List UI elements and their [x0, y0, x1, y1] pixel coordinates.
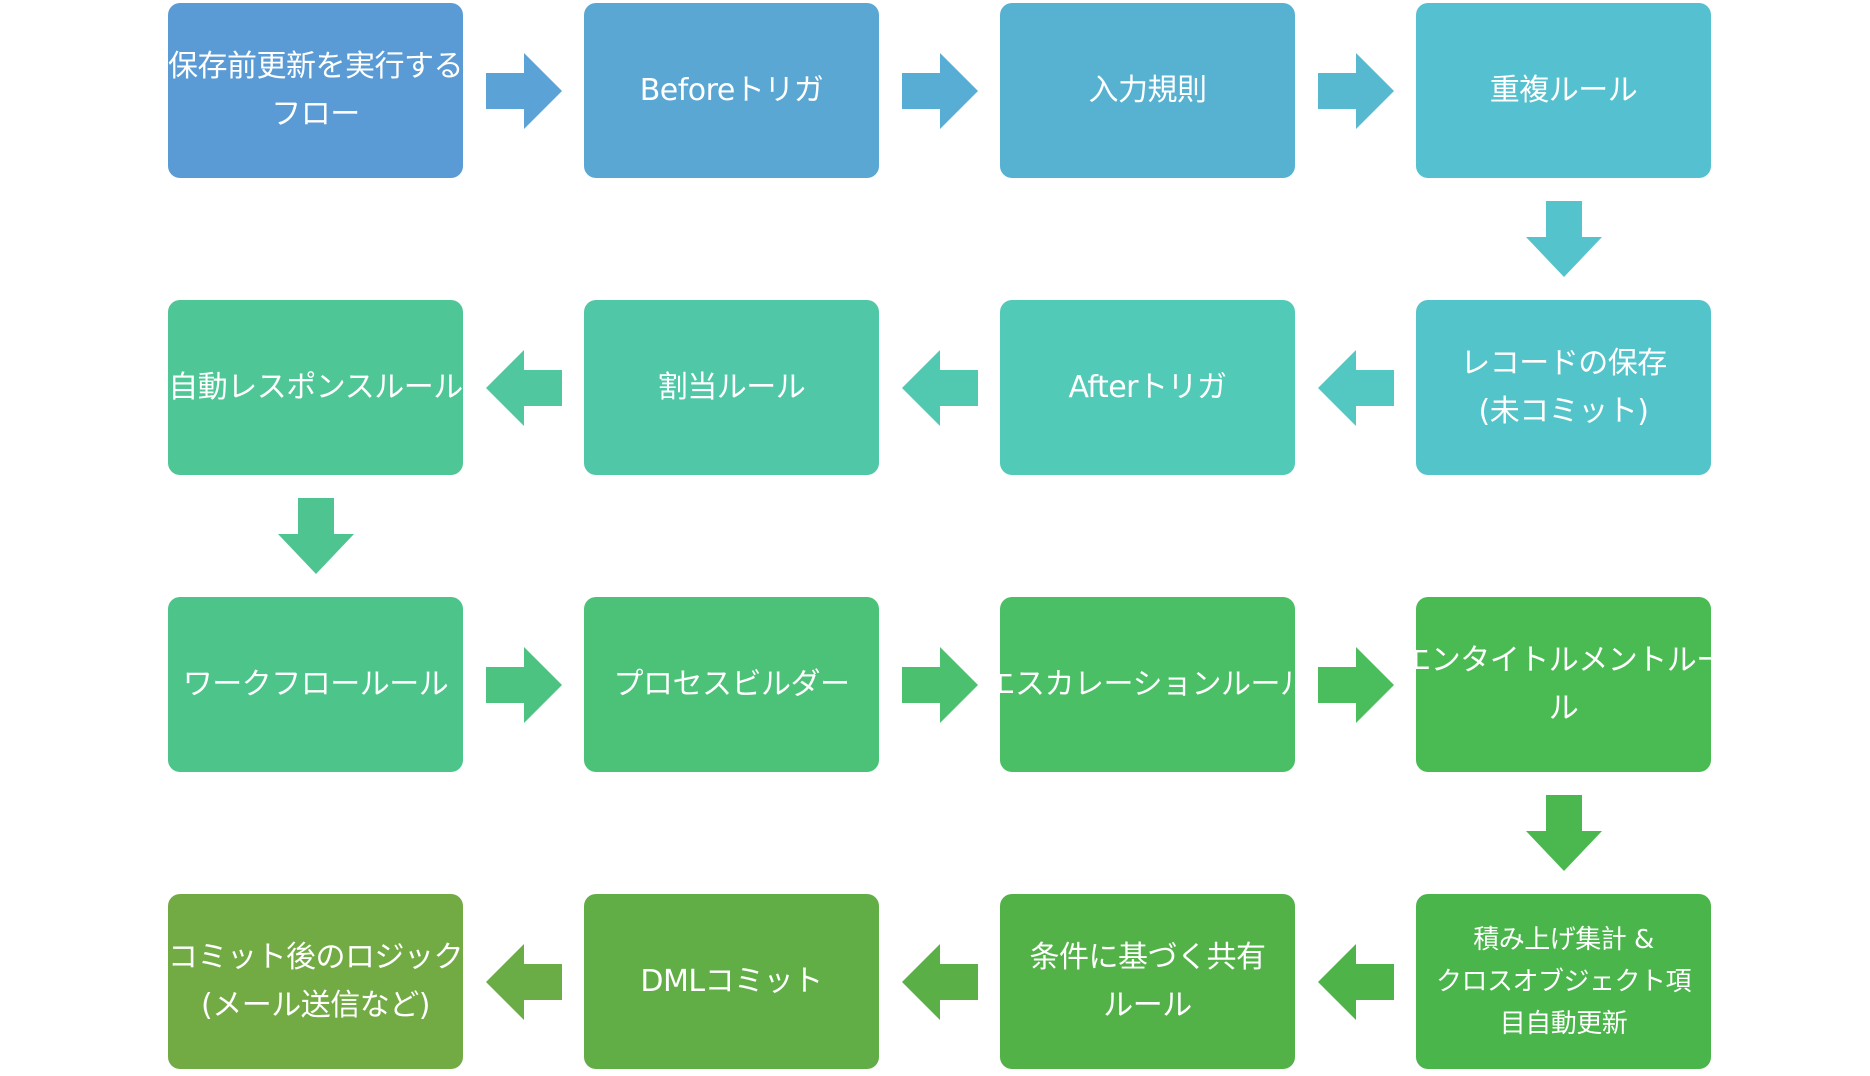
process-step-label-line: DMLコミット	[640, 963, 823, 999]
process-step-box: 重複ルール	[1416, 3, 1711, 178]
process-step-label: 自動レスポンスルール	[168, 364, 463, 412]
flow-arrow-left-icon	[1317, 943, 1394, 1020]
process-step-label-line: 割当ルール	[657, 369, 806, 405]
flow-arrow-left-icon	[1317, 349, 1394, 426]
process-step-label: 割当ルール	[658, 364, 806, 412]
flow-arrow-left-icon	[901, 943, 978, 1020]
process-step-label: DMLコミット	[640, 958, 823, 1006]
process-step-box: コミット後のロジック (メール送信など)	[168, 894, 464, 1069]
flow-arrow-down-icon	[277, 498, 354, 574]
process-step-box: 自動レスポンスルール	[168, 300, 463, 475]
process-step-label: 入力規則	[1088, 67, 1208, 115]
process-step-box: エスカレーションルール	[986, 597, 1310, 772]
process-step-box: Afterトリガ	[1000, 300, 1295, 475]
flow-arrow-left-icon	[901, 349, 978, 426]
process-step-label-line: 重複ルール	[1489, 72, 1638, 108]
process-step-box: 入力規則	[1000, 3, 1295, 178]
process-step-label: レコードの保存 (未コミット)	[1460, 340, 1667, 436]
process-step-label-line: エスカレーションルール	[985, 666, 1310, 702]
process-step-box: 条件に基づく共有ルール	[1000, 894, 1295, 1069]
process-step-label: エスカレーションルール	[986, 661, 1310, 709]
process-step-label-line: (未コミット)	[1478, 393, 1649, 429]
process-step-label-line: 条件に基づく共有	[1029, 939, 1267, 975]
flow-arrow-down-icon	[1525, 795, 1602, 871]
process-step-label: ワークフロールール	[183, 661, 449, 709]
process-step-label-line: ルール	[1103, 987, 1192, 1023]
process-step-label-line: クロスオブジェクト項	[1435, 966, 1692, 997]
process-step-box: 積み上げ集計 & クロスオブジェクト項目自動更新	[1416, 894, 1711, 1069]
process-step-box: 保存前更新を実行するフロー	[168, 3, 464, 178]
flow-arrow-right-icon	[485, 52, 562, 129]
process-step-label-line: 保存前更新を実行する	[168, 48, 464, 84]
process-step-label-line: エンタイトルメントルー	[1401, 642, 1726, 678]
process-step-box: 割当ルール	[584, 300, 879, 475]
process-step-box: Beforeトリガ	[584, 3, 879, 178]
process-step-box: エンタイトルメントルール	[1401, 597, 1726, 772]
process-step-label: 保存前更新を実行するフロー	[168, 43, 464, 139]
process-step-box: プロセスビルダー	[584, 597, 879, 772]
process-step-box: ワークフロールール	[168, 597, 463, 772]
process-step-label-line: コミット後のロジック	[168, 939, 464, 975]
flow-arrow-right-icon	[1317, 52, 1394, 129]
process-step-label: 条件に基づく共有ルール	[1029, 934, 1267, 1030]
flow-arrow-right-icon	[901, 646, 978, 723]
flow-arrow-right-icon	[485, 646, 562, 723]
flow-arrow-down-icon	[1525, 201, 1602, 277]
process-step-label: Afterトリガ	[1068, 364, 1227, 412]
flow-arrow-right-icon	[1317, 646, 1394, 723]
process-step-label-line: Beforeトリガ	[639, 72, 824, 108]
process-step-box: DMLコミット	[584, 894, 879, 1069]
process-step-label: 重複ルール	[1490, 67, 1638, 115]
process-step-label-line: プロセスビルダー	[613, 666, 851, 702]
process-step-label: コミット後のロジック (メール送信など)	[168, 934, 464, 1030]
process-step-label-line: 積み上げ集計 &	[1473, 924, 1654, 955]
process-step-label: 積み上げ集計 & クロスオブジェクト項目自動更新	[1435, 919, 1692, 1045]
process-step-box: レコードの保存 (未コミット)	[1416, 300, 1711, 475]
flow-arrow-left-icon	[485, 349, 562, 426]
process-step-label-line: 入力規則	[1088, 72, 1208, 108]
process-step-label-line: フロー	[271, 96, 360, 132]
process-step-label-line: ワークフロールール	[182, 666, 449, 702]
process-step-label-line: ル	[1548, 690, 1579, 726]
process-step-label: Beforeトリガ	[640, 67, 824, 115]
flow-arrow-left-icon	[485, 943, 562, 1020]
process-step-label-line: (メール送信など)	[201, 987, 430, 1023]
process-step-label-line: レコードの保存	[1460, 345, 1667, 381]
process-step-label-line: Afterトリガ	[1068, 369, 1227, 405]
process-step-label: エンタイトルメントルール	[1401, 637, 1726, 733]
process-step-label-line: 目自動更新	[1499, 1008, 1628, 1039]
process-step-label-line: 自動レスポンスルール	[168, 369, 463, 405]
flow-arrow-right-icon	[901, 52, 978, 129]
process-step-label: プロセスビルダー	[613, 661, 851, 709]
